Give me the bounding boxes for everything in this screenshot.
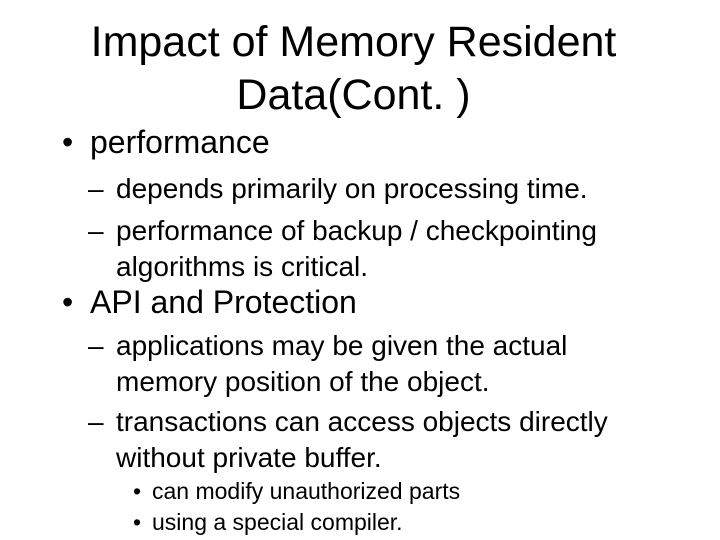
- text-line: applications may be given the actual: [116, 330, 568, 361]
- list-item-api-protection: • API and Protection: [62, 282, 357, 322]
- list-item-transactions: – transactions can access objects direct…: [88, 404, 608, 476]
- bullet-icon: •: [133, 509, 142, 535]
- dash-icon: –: [88, 406, 104, 437]
- bullet-icon: •: [62, 284, 74, 320]
- text-line: API and Protection: [90, 284, 357, 320]
- bullet-icon: •: [133, 478, 142, 504]
- bullet-icon: •: [62, 124, 74, 160]
- text-line: can modify unauthorized parts: [152, 478, 461, 504]
- text-line: depends primarily on processing time.: [116, 173, 588, 204]
- text-line: without private buffer.: [116, 442, 382, 473]
- title-line-2: Data(Cont. ): [236, 71, 471, 119]
- list-item-applications: – applications may be given the actual m…: [88, 328, 567, 400]
- dash-icon: –: [88, 215, 104, 246]
- dash-icon: –: [88, 173, 104, 204]
- list-item-depends: – depends primarily on processing time.: [88, 171, 588, 207]
- list-item-compiler: • using a special compiler.: [133, 507, 403, 538]
- text-line: algorithms is critical.: [116, 251, 369, 282]
- text-line: memory position of the object.: [116, 366, 490, 397]
- slide-title: Impact of Memory Resident Data(Cont. ): [0, 16, 720, 122]
- dash-icon: –: [88, 330, 104, 361]
- list-item-backup: – performance of backup / checkpointing …: [88, 213, 597, 285]
- title-line-1: Impact of Memory Resident: [90, 18, 617, 66]
- list-item-performance: • performance: [62, 122, 270, 162]
- list-item-modify: • can modify unauthorized parts: [133, 476, 460, 507]
- text-line: performance of backup / checkpointing: [116, 215, 597, 246]
- text-line: using a special compiler.: [152, 509, 403, 535]
- text-line: transactions can access objects directly: [116, 406, 608, 437]
- text-line: performance: [90, 124, 270, 160]
